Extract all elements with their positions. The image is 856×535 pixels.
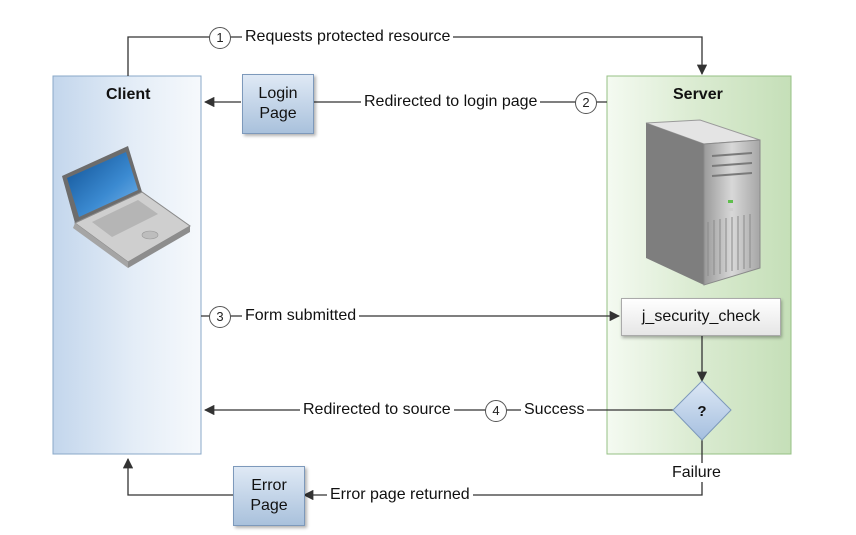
decision-label: ? [697,403,706,420]
client-title: Client [106,86,151,103]
arrow-error-to-client [122,457,233,496]
step-1-label: Requests protected resource [242,28,454,46]
decision-diamond [672,380,732,441]
step-3-badge: 3 [209,306,231,328]
step-4-label: Success [521,401,588,419]
error-page-line-2: Page [250,497,288,514]
step-4-badge: 4 [485,400,507,422]
login-page-box: Login Page [242,74,314,134]
error-page-line-1: Error [251,477,287,494]
step-2-badge: 2 [575,92,597,114]
login-page-line-2: Page [259,105,297,122]
redirect-source-label: Redirected to source [300,401,454,419]
server-tower-icon [645,119,761,286]
step-1-badge: 1 [209,27,231,49]
laptop-icon [62,146,191,268]
security-check-box: j_security_check [621,298,781,336]
failure-label: Failure [669,464,724,482]
server-title: Server [673,86,723,103]
step-3-label: Form submitted [242,307,360,325]
step-2-label: Redirected to login page [361,93,541,111]
error-page-box: Error Page [233,466,305,526]
error-returned-label: Error page returned [327,486,473,504]
login-page-line-1: Login [258,85,298,102]
